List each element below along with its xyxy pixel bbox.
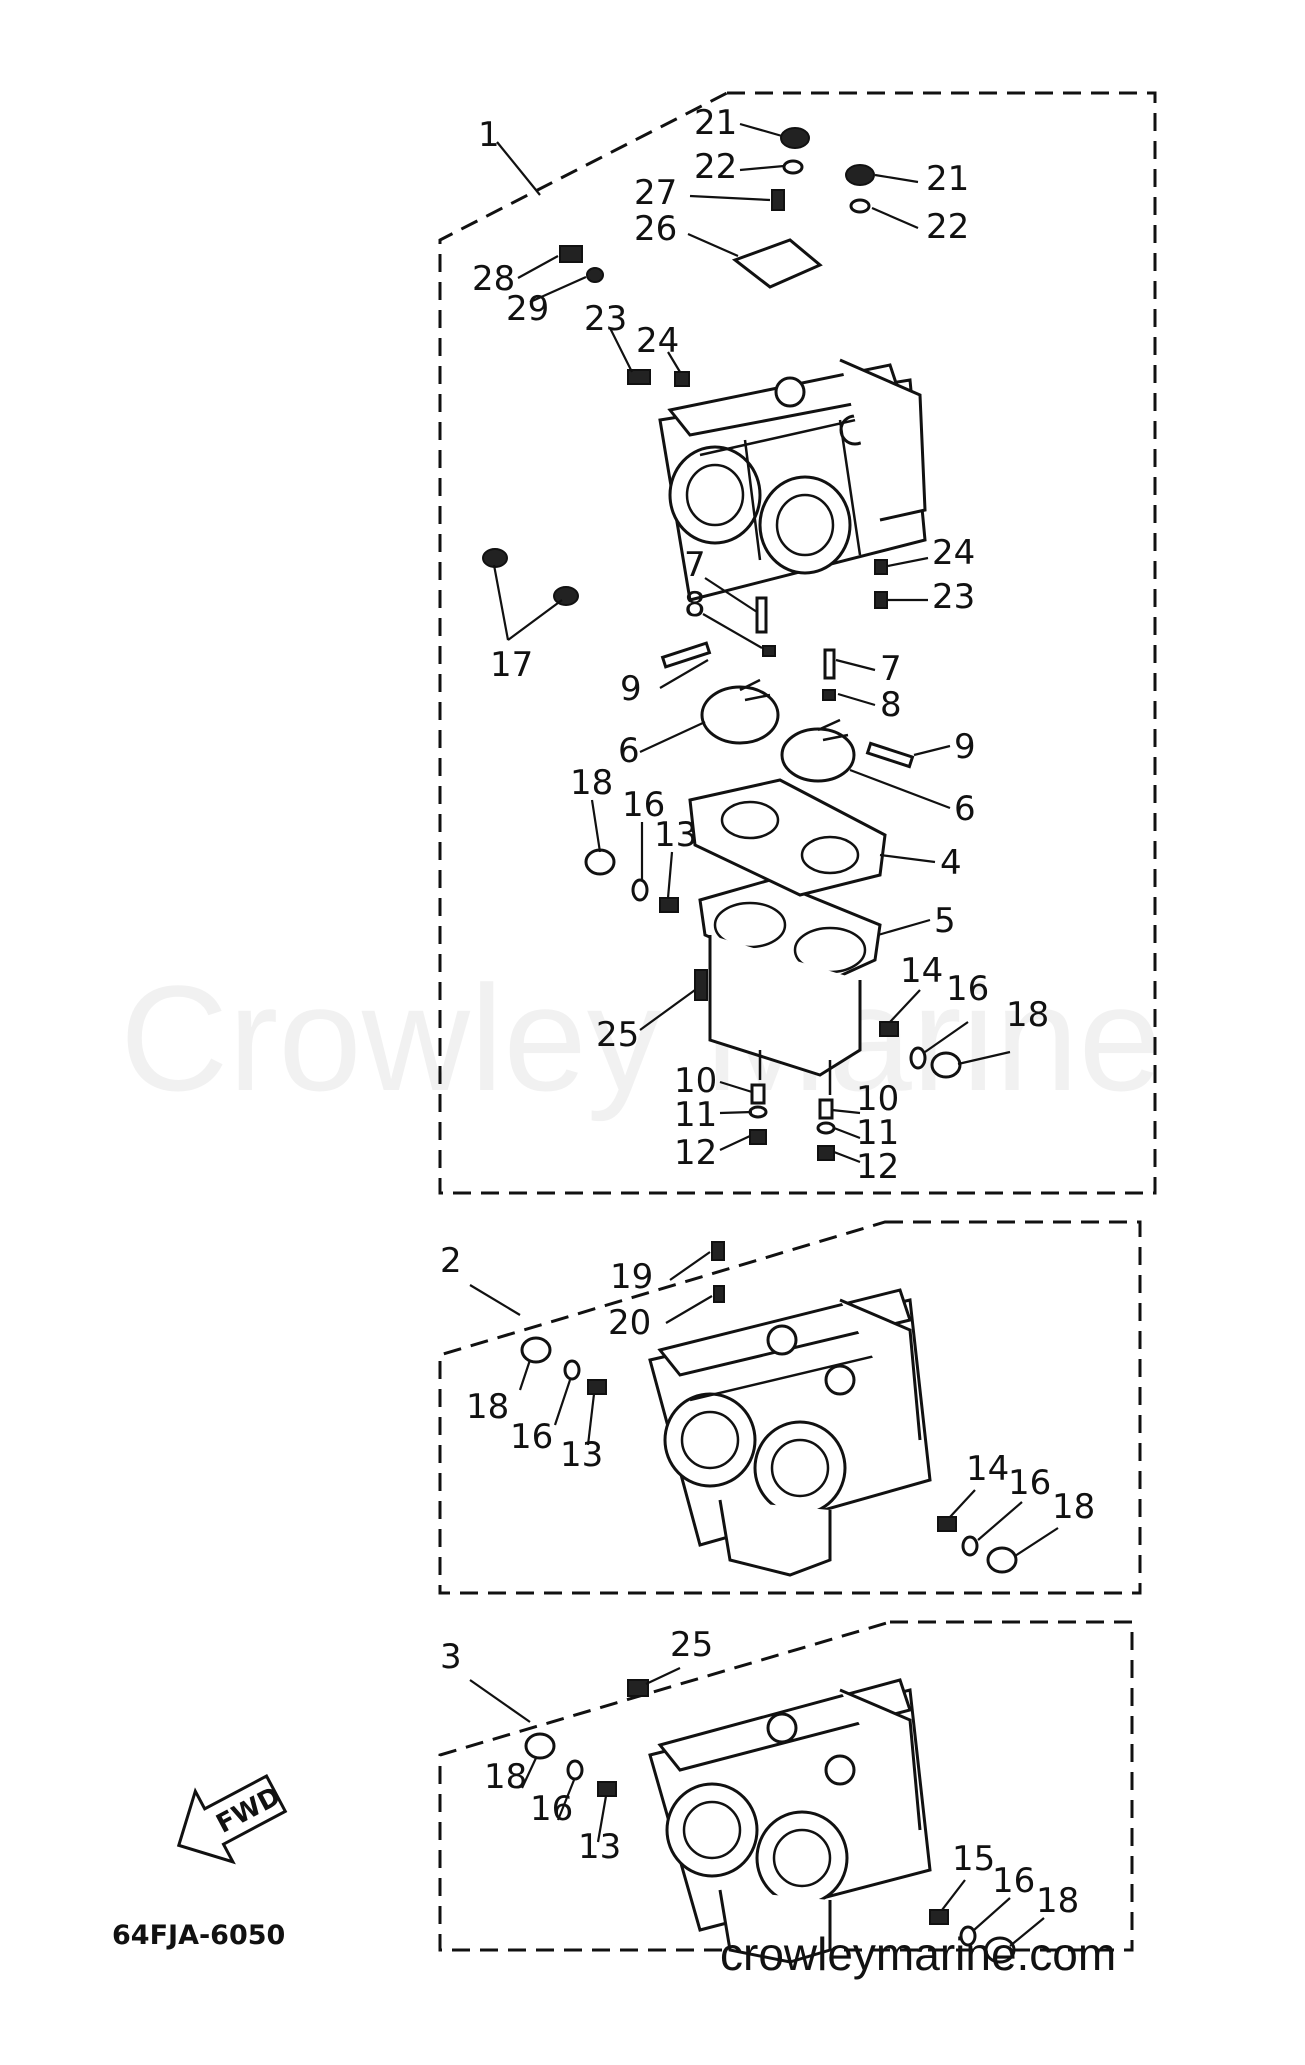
diagram-code: 64FJA-6050 (112, 1920, 285, 1951)
callout-18: 18 (484, 1757, 527, 1797)
callout-18: 18 (1006, 995, 1049, 1035)
callout-16: 16 (530, 1789, 573, 1829)
small-parts-assembly-3 (524, 1679, 1016, 1964)
site-url: crowleymarine.com (720, 1928, 1116, 1980)
callout-3: 3 (440, 1637, 462, 1677)
carburetor-body-1 (658, 358, 927, 602)
callout-28: 28 (472, 259, 515, 299)
callout-8: 8 (684, 585, 706, 625)
callout-18: 18 (570, 763, 613, 803)
callout-13: 13 (560, 1435, 603, 1475)
callout-10: 10 (674, 1061, 717, 1101)
callout-2: 2 (440, 1241, 462, 1281)
callout-16: 16 (992, 1861, 1035, 1901)
callout-11: 11 (856, 1113, 899, 1153)
assembly-2-outline (438, 1220, 1142, 1595)
callout-24: 24 (636, 321, 679, 361)
callout-6: 6 (954, 789, 976, 829)
callout-22: 22 (694, 147, 737, 187)
callout-17: 17 (490, 645, 533, 685)
watermark: Crowley Marine (120, 954, 1162, 1122)
callout-20: 20 (608, 1303, 651, 1343)
float-6-left (700, 678, 780, 745)
callout-11: 11 (674, 1095, 717, 1135)
callout-1: 1 (478, 115, 500, 155)
callout-22: 22 (926, 207, 969, 247)
gasket-4 (688, 778, 887, 897)
callout-18: 18 (1052, 1487, 1095, 1527)
callout-13: 13 (578, 1827, 621, 1867)
leaders-assembly-1 (492, 122, 1011, 1164)
callout-7: 7 (880, 649, 902, 689)
callout-24: 24 (932, 533, 975, 573)
carburetor-body-3 (648, 1678, 932, 1964)
carburetor-body-2 (648, 1288, 932, 1577)
callout-16: 16 (622, 785, 665, 825)
callout-16: 16 (946, 969, 989, 1009)
callout-6: 6 (618, 731, 640, 771)
callout-4: 4 (940, 843, 962, 883)
float-6-right (780, 718, 856, 783)
callout-19: 19 (610, 1257, 653, 1297)
callout-23: 23 (932, 577, 975, 617)
callout-25: 25 (596, 1015, 639, 1055)
callout-5: 5 (934, 901, 956, 941)
callout-9: 9 (954, 727, 976, 767)
callout-14: 14 (900, 951, 943, 991)
callout-labels: 1 21 22 21 22 27 26 28 29 23 24 24 23 17… (440, 103, 1095, 1921)
callout-15: 15 (952, 1839, 995, 1879)
fwd-arrow-icon: FWD (176, 1773, 288, 1865)
leaders-assembly-3 (469, 1667, 1045, 1947)
callout-18: 18 (1036, 1881, 1079, 1921)
callout-9: 9 (620, 669, 642, 709)
callout-29: 29 (506, 289, 549, 329)
callout-16: 16 (510, 1417, 553, 1457)
leaders-assembly-2 (469, 1251, 1059, 1557)
callout-13: 13 (654, 815, 697, 855)
callout-8: 8 (880, 685, 902, 725)
callout-12: 12 (856, 1147, 899, 1187)
assembly-3-outline (438, 1620, 1134, 1952)
float-bowl-5 (698, 878, 882, 1095)
assembly-1-outline (438, 91, 1157, 1195)
callout-25: 25 (670, 1625, 713, 1665)
callout-21: 21 (926, 159, 969, 199)
callout-27: 27 (634, 173, 677, 213)
callout-18: 18 (466, 1387, 509, 1427)
callout-10: 10 (856, 1079, 899, 1119)
callout-7: 7 (684, 545, 706, 585)
callout-14: 14 (966, 1449, 1009, 1489)
small-parts-assembly-2 (520, 1241, 1018, 1574)
callout-23: 23 (584, 299, 627, 339)
callout-21: 21 (694, 103, 737, 143)
callout-16: 16 (1008, 1463, 1051, 1503)
callout-12: 12 (674, 1133, 717, 1173)
callout-26: 26 (634, 209, 677, 249)
